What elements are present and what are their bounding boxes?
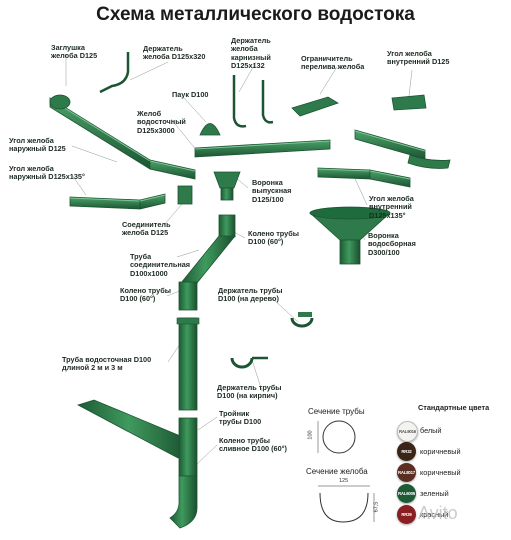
- down-pipe: [178, 317, 198, 411]
- label-tee: Тройник трубы D100: [219, 409, 262, 427]
- color-name: красный: [420, 510, 449, 519]
- pipe-dimension: 100: [307, 430, 314, 440]
- label-outer-corner-135: Угол желоба наружный D125x135°: [9, 164, 85, 182]
- gutter-connector: [177, 185, 193, 205]
- color-swatch: RAL9016: [397, 421, 418, 442]
- color-name: коричневый: [420, 468, 461, 477]
- spider-strainer: [199, 123, 221, 136]
- color-swatch: RR29: [397, 505, 416, 524]
- pipe-holder-wood-plate: [298, 312, 312, 317]
- watermark: Avito: [418, 503, 458, 523]
- color-code: RR29: [401, 512, 412, 517]
- tee-body: [178, 417, 198, 477]
- gutter-width-dimension: 125: [339, 478, 349, 484]
- label-eaves: Держатель желоба карнизный D125x132: [231, 36, 271, 71]
- label-inner-corner: Угол желоба внутренний D125: [387, 49, 450, 67]
- label-outlet: Воронка выпускная D125/100: [252, 178, 292, 204]
- color-code: RAL6005: [398, 491, 415, 496]
- tee-branch: [76, 399, 191, 459]
- eaves-holder-2: [261, 80, 274, 124]
- gutter-inner-corner-rim: [354, 130, 426, 152]
- color-name: белый: [420, 426, 442, 435]
- elbow-top: [218, 214, 236, 238]
- collecting-funnel-rim: [309, 206, 391, 220]
- page-title: Схема металлического водостока: [96, 4, 415, 25]
- color-swatch: RR32: [397, 442, 416, 461]
- eaves-holder-1: [232, 75, 247, 128]
- color-code: RAL8017: [398, 470, 415, 475]
- collecting-funnel-neck: [339, 239, 361, 265]
- label-inner-corner-135: Угол желоба внутренний D125x135°: [369, 194, 414, 220]
- color-name: коричневый: [420, 447, 461, 456]
- pipe-section-caption: Сечение трубы: [308, 407, 365, 416]
- color-swatch: RAL6005: [397, 484, 416, 503]
- gutter-outer-corner-135-rim: [69, 197, 141, 202]
- label-down-pipe: Труба водосточная D100 длиной 2 м и 3 м: [62, 355, 152, 373]
- pipe-holder-wood: [290, 317, 314, 328]
- gutter-section-caption: Сечение желоба: [306, 467, 368, 476]
- overflow-limiter: [291, 96, 339, 117]
- label-connector: Соединитель желоба D125: [122, 220, 171, 238]
- gutter-main-rim: [194, 140, 331, 150]
- outlet-funnel: [213, 171, 241, 189]
- gutter-cap: [49, 94, 71, 110]
- gutter-inner-corner-135-b: [369, 169, 411, 188]
- standard-colors-heading: Стандартные цвета: [418, 403, 490, 412]
- color-code: RAL9016: [399, 429, 416, 434]
- label-limiter: Ограничитель перелива желоба: [301, 54, 365, 72]
- gutter-inner-corner-135-b-rim: [369, 170, 411, 180]
- label-elbow-top: Колено трубы D100 (60°): [248, 229, 299, 247]
- gutter-corner-end: [407, 154, 451, 169]
- label-gutter: Желоб водосточный D125x3000: [137, 109, 186, 135]
- label-elbow-mid: Колено трубы D100 (60°): [120, 286, 171, 304]
- drain-parts: [49, 52, 451, 529]
- down-pipe-collar: [176, 317, 200, 325]
- gutter-inner-corner-135-rim: [317, 168, 371, 172]
- pipe-holder-brick: [230, 357, 254, 369]
- label-conn-pipe: Труба соединительная D100x1000: [130, 252, 191, 278]
- label-outer-corner: Угол желоба наружный D125: [9, 136, 66, 154]
- gutter-outer-corner-end: [149, 159, 196, 180]
- inner-corner-piece: [391, 94, 427, 111]
- gutter-depth-dimension: 67,5: [373, 501, 380, 513]
- outlet-neck: [220, 187, 234, 201]
- label-pipe-holder-brick: Держатель трубы D100 (на кирпич): [217, 383, 282, 401]
- gutter-holder: [99, 52, 130, 94]
- gutter-outer-corner-rim: [49, 98, 151, 162]
- label-cap: Заглушка желоба D125: [51, 43, 98, 61]
- color-code: RR32: [401, 449, 412, 454]
- color-swatch: RAL8017: [397, 463, 416, 482]
- label-drain-elbow: Колено трубы сливное D100 (60°): [219, 436, 287, 454]
- gutter-main: [194, 139, 331, 158]
- label-spider: Паук D100: [172, 90, 209, 99]
- gutter-outer-corner-end-rim: [149, 160, 196, 172]
- gutter-outer-corner-135-b: [139, 193, 166, 210]
- elbow-mid: [178, 281, 198, 311]
- gutter-outer-corner-135-b-rim: [139, 194, 166, 202]
- color-name: зеленый: [420, 489, 449, 498]
- label-holder: Держатель желоба D125x320: [143, 44, 206, 62]
- drain-elbow: [169, 475, 198, 529]
- label-funnel: Воронка водосборная D300/100: [368, 231, 416, 257]
- label-pipe-holder-wood: Держатель трубы D100 (на дерево): [218, 286, 283, 304]
